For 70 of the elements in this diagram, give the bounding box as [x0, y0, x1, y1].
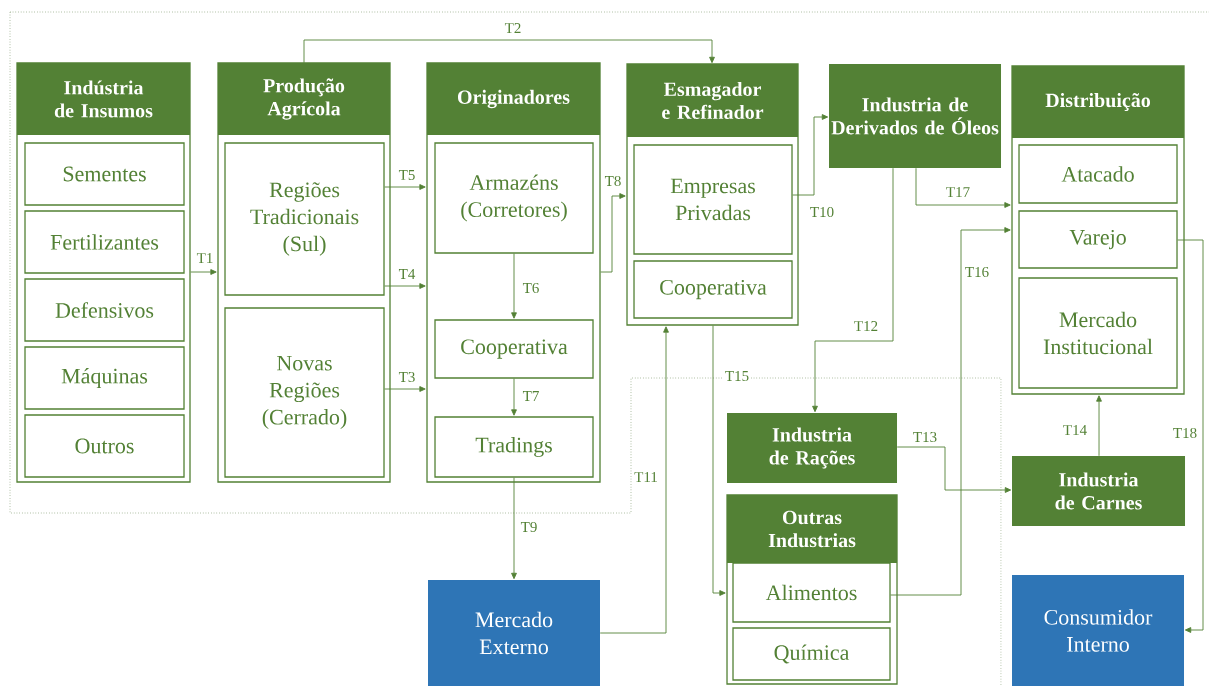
edge-label: T11 — [633, 471, 659, 483]
arrow — [303, 39, 715, 64]
arrow — [915, 167, 1011, 208]
group-box — [726, 494, 898, 685]
edge-label: T2 — [503, 22, 523, 34]
arrow — [712, 325, 726, 596]
item-box: Máquinas — [24, 346, 185, 410]
arrow — [600, 193, 626, 273]
arrow — [896, 446, 1012, 493]
arrow — [599, 326, 669, 634]
header-band: Outras Industrias — [727, 495, 897, 563]
arrow — [384, 184, 426, 190]
item-box: Sementes — [24, 142, 185, 206]
item-box: Alimentos — [732, 562, 891, 623]
item-box: Atacado — [1018, 144, 1178, 204]
market-box: Mercado Externo — [428, 580, 600, 686]
header-band: Produção Agrícola — [218, 63, 390, 135]
edge-label: T7 — [521, 390, 541, 402]
process-box: Industria de Carnes — [1012, 456, 1185, 526]
header-band: Distribuição — [1012, 66, 1184, 138]
arrow — [511, 477, 517, 580]
header-band: Indústria de Insumos — [17, 63, 190, 135]
arrow — [1096, 395, 1102, 457]
item-box: Química — [732, 627, 891, 681]
item-box: Novas Regiões (Cerrado) — [224, 307, 385, 478]
edge-label: T1 — [195, 252, 215, 264]
item-box: Fertilizantes — [24, 210, 185, 274]
group-box — [1011, 65, 1185, 395]
edge-label: T3 — [397, 370, 417, 384]
group-box — [16, 62, 191, 483]
arrow — [190, 269, 217, 275]
group-box — [217, 62, 391, 483]
edge-label: T4 — [397, 268, 417, 280]
arrow — [511, 378, 517, 416]
edge-label: T12 — [852, 320, 880, 332]
group-box — [626, 63, 799, 326]
item-box: Outros — [24, 414, 185, 478]
edge-label: T10 — [808, 205, 836, 219]
edge-label: T5 — [397, 169, 417, 181]
item-box: Cooperativa — [434, 319, 594, 379]
arrow — [890, 227, 1011, 596]
item-box: Regiões Tradicionais (Sul) — [224, 142, 385, 296]
edge-label: T9 — [519, 520, 539, 534]
item-box: Empresas Privadas — [633, 144, 793, 255]
edge-label: T16 — [963, 265, 991, 279]
item-box: Tradings — [434, 416, 594, 478]
item-box: Varejo — [1018, 210, 1178, 269]
group-box — [426, 62, 601, 483]
edge-label: T8 — [603, 174, 623, 188]
process-box: Industria de Rações — [727, 413, 897, 483]
item-box: Armazéns (Corretores) — [434, 142, 594, 254]
edge-label: T14 — [1061, 424, 1089, 436]
arrow — [812, 167, 894, 413]
edge-label: T17 — [944, 186, 972, 198]
market-box: Consumidor Interno — [1012, 575, 1184, 686]
edge-label: T6 — [521, 281, 541, 295]
item-box: Defensivos — [24, 278, 185, 342]
edge-label: T18 — [1171, 426, 1199, 440]
arrow — [384, 386, 426, 392]
arrow — [384, 283, 426, 289]
header-band: Originadores — [427, 63, 600, 135]
item-box: Mercado Institucional — [1018, 277, 1178, 389]
edge-label: T13 — [911, 430, 939, 444]
process-box: Industria de Derivados de Óleos — [829, 64, 1001, 168]
edge-label: T15 — [723, 370, 751, 383]
header-band: Esmagador e Refinador — [627, 64, 798, 137]
arrow — [1177, 239, 1204, 633]
arrow — [792, 114, 829, 196]
arrow — [511, 253, 517, 319]
item-box: Cooperativa — [633, 260, 793, 319]
